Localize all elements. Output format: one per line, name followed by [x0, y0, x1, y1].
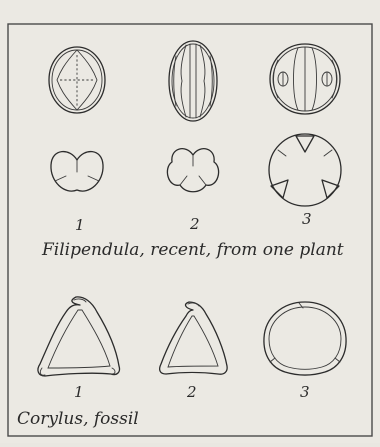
corylus-number-3: 3 [300, 383, 310, 401]
corylus-number-1: 1 [74, 383, 84, 401]
filipendula-caption: Filipendula, recent, from one plant [41, 240, 344, 260]
corylus-number-2: 2 [186, 383, 197, 401]
filipendula-number-2: 2 [189, 215, 200, 233]
filipendula-number-3: 3 [302, 210, 312, 228]
filipendula-number-1: 1 [75, 216, 85, 234]
corylus-caption: Corylus, fossil [17, 409, 139, 429]
